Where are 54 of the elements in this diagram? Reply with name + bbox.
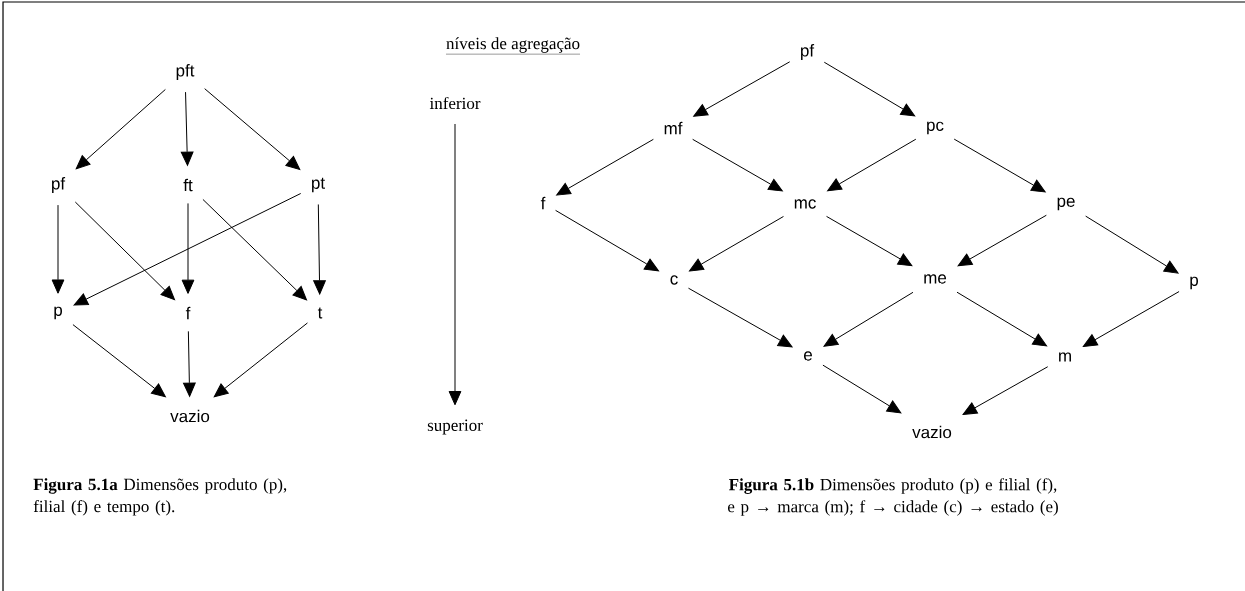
arrow	[822, 364, 902, 414]
arrow	[72, 324, 166, 398]
arrow	[693, 61, 791, 117]
arrow	[180, 91, 194, 166]
arrow	[962, 366, 1049, 415]
arrow	[956, 291, 1048, 347]
node-label: c	[670, 275, 678, 285]
heading: níveis de agregação	[445, 37, 581, 55]
arrow	[555, 209, 659, 272]
arrow	[313, 203, 326, 295]
arrow	[74, 201, 176, 301]
arrow	[73, 193, 302, 306]
arrow	[1082, 291, 1180, 347]
arrow	[823, 61, 916, 117]
arrow	[213, 322, 308, 398]
node-label: vazio	[170, 409, 210, 423]
node-label: mf	[664, 121, 683, 135]
node-label: ft	[183, 178, 193, 192]
node-label: pc	[927, 121, 944, 135]
node-label: pf	[52, 177, 66, 193]
arrow	[51, 204, 65, 294]
node-label: p	[54, 306, 62, 320]
node-label: t	[317, 307, 323, 319]
node-label: me	[924, 274, 947, 284]
arrow	[204, 88, 301, 170]
arrow	[953, 138, 1046, 193]
node-label: p	[1190, 276, 1198, 290]
node-label: e	[804, 351, 812, 361]
node-label: pt	[312, 177, 325, 193]
arrow	[826, 215, 913, 267]
node-label: mc	[794, 199, 816, 209]
caption: Figura 5.1b Dimensões produto (p) e filial (f), e p → marca (m); f → cidade (c) → estado (e)	[728, 478, 1058, 516]
arrow	[692, 138, 783, 192]
arrow	[183, 330, 196, 397]
node-label: f	[185, 306, 191, 320]
node-label: m	[1059, 352, 1071, 362]
node-label: pft	[176, 64, 195, 80]
node-label: pf	[801, 44, 815, 60]
caption: Figura 5.1a Dimensões produto (p), filial (f) e tempo (t).	[33, 478, 287, 516]
arrow	[687, 287, 793, 348]
node-label: pe	[1057, 197, 1075, 211]
arrow	[181, 202, 195, 294]
node-label: f	[540, 196, 546, 210]
arrow	[957, 214, 1047, 267]
arrow	[827, 138, 917, 192]
arrow	[823, 291, 914, 347]
axis-label: superior	[427, 419, 483, 435]
arrow	[75, 88, 166, 170]
arrow	[1085, 215, 1179, 274]
arrow	[689, 216, 784, 272]
arrow	[202, 198, 308, 301]
arrow	[556, 138, 654, 196]
axis-label: inferior	[429, 96, 481, 110]
node-label: vazio	[912, 425, 952, 439]
